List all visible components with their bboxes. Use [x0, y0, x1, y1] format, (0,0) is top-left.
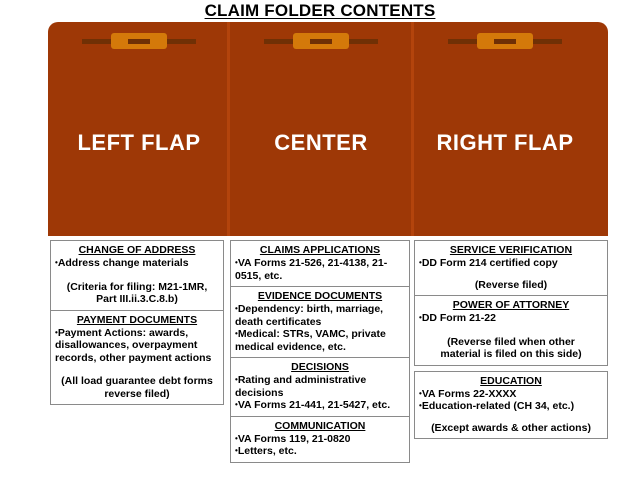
content-group-claims-applications: CLAIMS APPLICATIONS VA Forms 21-526, 21-… [230, 240, 410, 287]
fastener-prong-icon [494, 39, 516, 44]
group-bullet: VA Forms 21-526, 21-4138, 21-0515, etc. [235, 257, 405, 282]
page-title: CLAIM FOLDER CONTENTS [204, 1, 436, 20]
group-bullet: Medical: STRs, VAMC, private medical evi… [235, 328, 405, 353]
group-title: SERVICE VERIFICATION [449, 244, 573, 256]
content-group-change-of-address: CHANGE OF ADDRESS Address change materia… [50, 240, 224, 311]
flap-label-left: LEFT FLAP [77, 130, 201, 155]
group-bullet: Payment Actions: awards, disallowances, … [55, 327, 219, 365]
flap-label-right: RIGHT FLAP [436, 130, 574, 155]
group-bullet: DD Form 214 certified copy [419, 257, 603, 270]
content-column-right-flap: SERVICE VERIFICATION DD Form 214 certifi… [414, 240, 608, 439]
group-title: EDUCATION [480, 374, 542, 387]
claim-folder-graphic: LEFT FLAP CENTER RIGHT FLAP [48, 22, 608, 236]
content-group-decisions: DECISIONS Rating and administrative deci… [230, 358, 410, 417]
group-note-line: reverse filed) [104, 387, 170, 400]
content-group-education: EDUCATION VA Forms 22-XXXX Education-rel… [414, 370, 608, 439]
fastener-prong-icon [514, 39, 562, 44]
group-bullet: VA Forms 21-441, 21-5427, etc. [235, 399, 405, 412]
content-group-communication: COMMUNICATION VA Forms 119, 21-0820 Lett… [230, 416, 410, 463]
group-title: COMMUNICATION [274, 419, 366, 432]
group-bullet: VA Forms 22-XXXX [419, 388, 603, 401]
group-title: DECISIONS [291, 361, 349, 373]
fastener-prong-icon [330, 39, 378, 44]
flap-label-center: CENTER [274, 130, 368, 155]
group-bullet: Dependency: birth, marriage, death certi… [235, 303, 405, 328]
group-note: (Criteria for filing: M21-1MR, Part III.… [55, 281, 219, 306]
group-bullet: Education-related (CH 34, etc.) [419, 400, 603, 413]
group-note-line: material is filed on this side) [440, 348, 582, 360]
group-title: CHANGE OF ADDRESS [78, 244, 196, 256]
content-group-evidence-documents: EVIDENCE DOCUMENTS Dependency: birth, ma… [230, 287, 410, 358]
fastener-left-flap [70, 33, 208, 49]
group-bullet: Address change materials [55, 257, 219, 270]
fastener-prong-icon [448, 39, 496, 44]
content-group-power-of-attorney: POWER OF ATTORNEY DD Form 21-22 (Reverse… [414, 296, 608, 366]
group-note-line: (All load guarantee debt forms [61, 375, 213, 387]
group-title: CLAIMS APPLICATIONS [259, 244, 381, 256]
group-bullet: Letters, etc. [235, 445, 405, 458]
fastener-prong-icon [264, 39, 312, 44]
group-note: (All load guarantee debt forms reverse f… [55, 375, 219, 400]
fastener-center [252, 33, 390, 49]
folder-crease-left [227, 22, 230, 236]
group-note-line: (Reverse filed when other [447, 335, 575, 348]
content-group-service-verification: SERVICE VERIFICATION DD Form 214 certifi… [414, 240, 608, 296]
group-bullet: VA Forms 119, 21-0820 [235, 433, 405, 446]
fastener-prong-icon [310, 39, 332, 44]
content-group-payment-documents: PAYMENT DOCUMENTS Payment Actions: award… [50, 310, 224, 405]
group-note: (Except awards & other actions) [431, 421, 591, 434]
group-title: EVIDENCE DOCUMENTS [257, 290, 383, 302]
group-title: POWER OF ATTORNEY [452, 299, 570, 311]
group-bullet: DD Form 21-22 [419, 312, 603, 325]
folder-crease-right [411, 22, 414, 236]
group-title: PAYMENT DOCUMENTS [76, 313, 198, 326]
content-column-left-flap: CHANGE OF ADDRESS Address change materia… [50, 240, 224, 405]
group-note: (Reverse filed when other material is fi… [419, 336, 603, 361]
fastener-right-flap [436, 33, 574, 49]
group-note-line: Part III.ii.3.C.8.b) [96, 293, 178, 305]
group-note-line: (Criteria for filing: M21-1MR, [66, 280, 208, 293]
content-column-center: CLAIMS APPLICATIONS VA Forms 21-526, 21-… [230, 240, 410, 463]
group-note: (Reverse filed) [474, 278, 548, 291]
group-bullet: Rating and administrative decisions [235, 374, 405, 399]
fastener-prong-icon [128, 39, 150, 44]
fastener-prong-icon [148, 39, 196, 44]
fastener-prong-icon [82, 39, 130, 44]
